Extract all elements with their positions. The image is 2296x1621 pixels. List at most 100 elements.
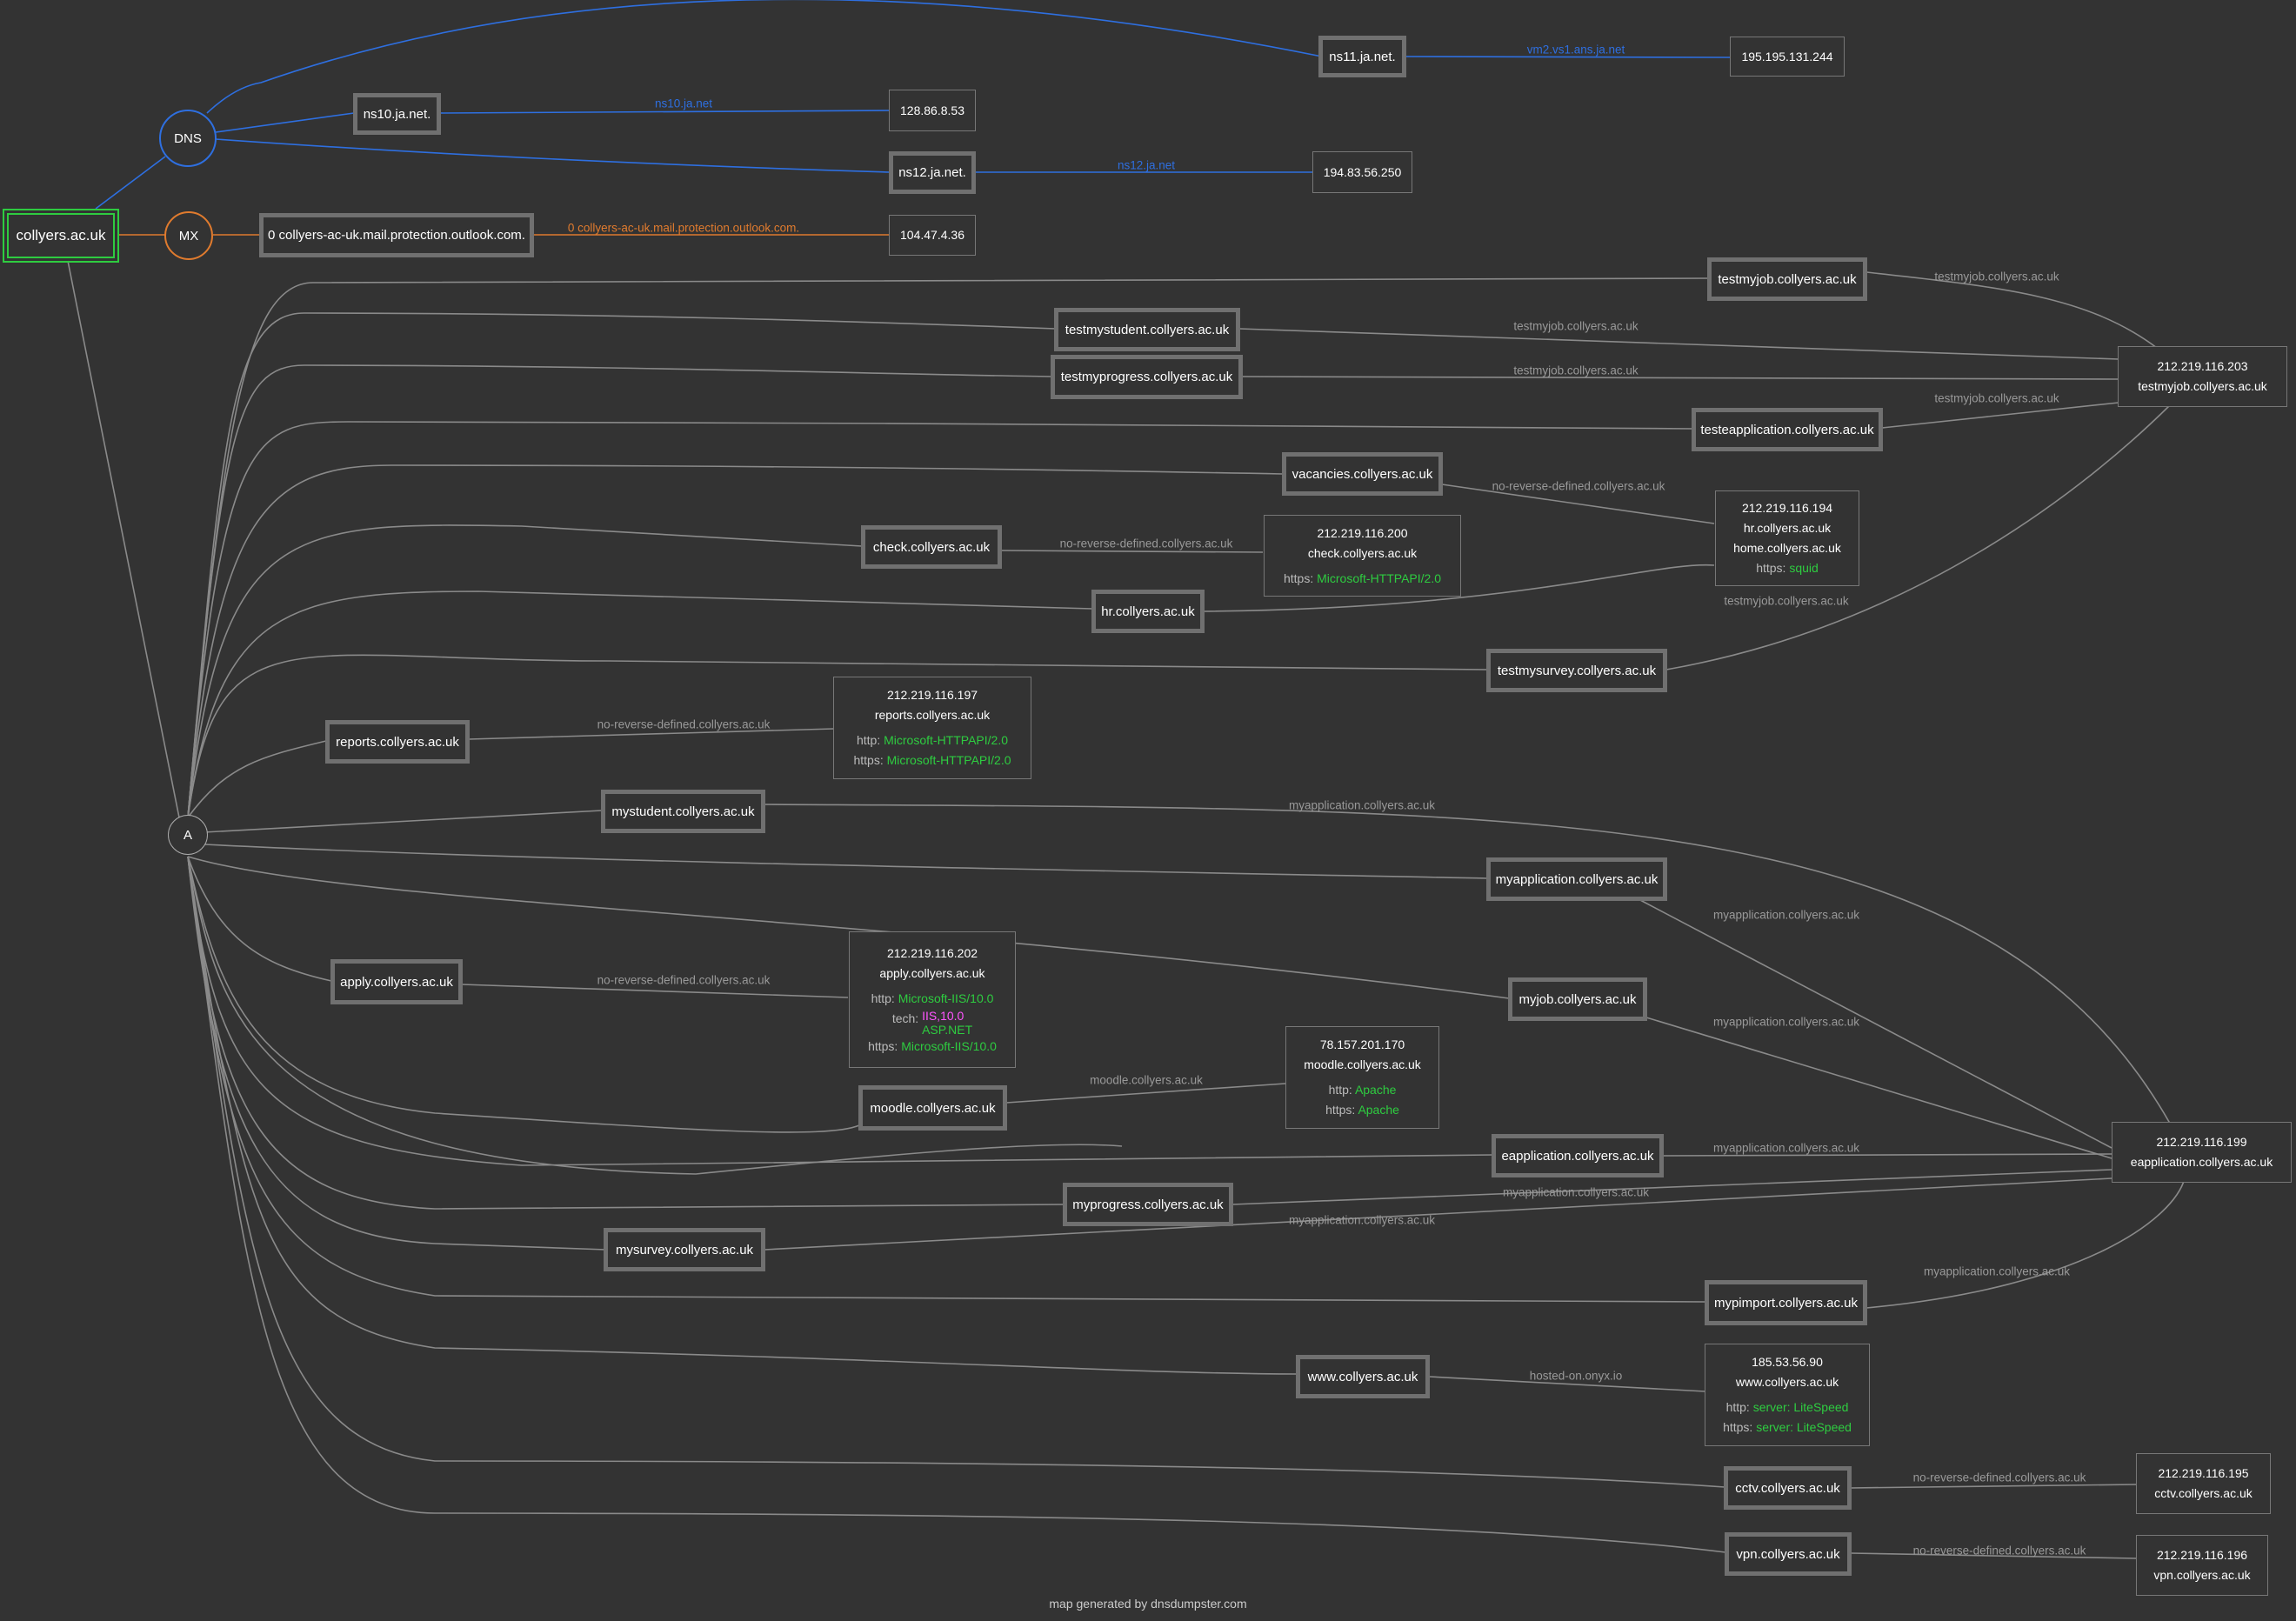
edge-label: myapplication.collyers.ac.uk xyxy=(1712,908,1860,922)
tech-value: ASP.NET xyxy=(922,1022,973,1037)
host-node[interactable]: mysurvey.collyers.ac.uk xyxy=(604,1228,765,1271)
service-key: https: xyxy=(1325,1103,1356,1117)
mx-hub[interactable]: MX xyxy=(164,211,213,260)
ip-address: 128.86.8.53 xyxy=(900,103,964,117)
edge-label: testmyjob.collyers.ac.uk xyxy=(1513,364,1639,377)
mx-ip-box: 104.47.4.36 xyxy=(889,215,976,256)
edge-label: myapplication.collyers.ac.uk xyxy=(1923,1264,2071,1278)
hostname: reports.collyers.ac.uk xyxy=(874,708,991,722)
edge-label: ns12.ja.net xyxy=(1117,158,1176,172)
hostname: moodle.collyers.ac.uk xyxy=(1304,1057,1421,1071)
host-node[interactable]: testmysurvey.collyers.ac.uk xyxy=(1486,649,1667,692)
service-value: Microsoft-HTTPAPI/2.0 xyxy=(884,733,1009,747)
hostname: eapplication.collyers.ac.uk xyxy=(2130,1155,2273,1169)
edge-label: myapplication.collyers.ac.uk xyxy=(1288,1213,1436,1227)
service-value: Apache xyxy=(1358,1103,1399,1117)
ip-info-box: 212.219.116.200 check.collyers.ac.uk htt… xyxy=(1264,515,1461,597)
host-node[interactable]: hr.collyers.ac.uk xyxy=(1091,590,1205,633)
service-value: Microsoft-HTTPAPI/2.0 xyxy=(1317,570,1442,585)
edge-label: no-reverse-defined.collyers.ac.uk xyxy=(1492,479,1665,493)
host-node[interactable]: myprogress.collyers.ac.uk xyxy=(1063,1183,1233,1226)
ip-info-box: 212.219.116.197 reports.collyers.ac.uk h… xyxy=(833,677,1031,779)
host-node[interactable]: eapplication.collyers.ac.uk xyxy=(1492,1134,1664,1177)
host-node[interactable]: vacancies.collyers.ac.uk xyxy=(1282,452,1443,496)
root-domain-node[interactable]: collyers.ac.uk xyxy=(3,209,119,263)
host-node[interactable]: reports.collyers.ac.uk xyxy=(325,720,470,764)
service-value: Microsoft-IIS/10.0 xyxy=(901,1038,997,1053)
ns-ip-box: 194.83.56.250 xyxy=(1312,151,1412,193)
service-key: https: xyxy=(853,753,884,767)
ip-address: 212.219.116.200 xyxy=(1317,525,1408,540)
edge-label: no-reverse-defined.collyers.ac.uk xyxy=(597,717,771,731)
hostname: testmyjob.collyers.ac.uk xyxy=(2138,379,2267,393)
ip-address: 212.219.116.197 xyxy=(886,688,978,702)
hostname: vpn.collyers.ac.uk xyxy=(2153,1568,2251,1582)
ip-address: 212.219.116.203 xyxy=(2157,359,2248,373)
dns-hub[interactable]: DNS xyxy=(159,110,217,167)
nameserver-node[interactable]: ns11.ja.net. xyxy=(1318,36,1406,77)
ip-info-box: 212.219.116.196 vpn.collyers.ac.uk xyxy=(2136,1535,2268,1596)
edge-label: vm2.vs1.ans.ja.net xyxy=(1526,43,1625,57)
edge-label: ns10.ja.net xyxy=(654,97,713,110)
ip-address: 185.53.56.90 xyxy=(1752,1355,1823,1369)
service-value: Microsoft-IIS/10.0 xyxy=(898,991,994,1005)
service-value: server: LiteSpeed xyxy=(1756,1420,1852,1434)
hostname: cctv.collyers.ac.uk xyxy=(2154,1486,2253,1500)
edge-label: no-reverse-defined.collyers.ac.uk xyxy=(1912,1544,2086,1558)
host-node[interactable]: apply.collyers.ac.uk xyxy=(330,959,463,1004)
edge-label: no-reverse-defined.collyers.ac.uk xyxy=(1059,537,1233,550)
service-key: https: xyxy=(1283,570,1314,585)
ip-address: 78.157.201.170 xyxy=(1319,1037,1405,1051)
ip-address: 212.219.116.196 xyxy=(2156,1548,2248,1562)
host-node[interactable]: cctv.collyers.ac.uk xyxy=(1724,1466,1852,1510)
edge-label: myapplication.collyers.ac.uk xyxy=(1502,1185,1650,1199)
ip-address: 212.219.116.202 xyxy=(886,945,978,960)
host-node[interactable]: mypimport.collyers.ac.uk xyxy=(1705,1280,1867,1325)
host-node[interactable]: testmystudent.collyers.ac.uk xyxy=(1054,308,1240,351)
host-node[interactable]: myjob.collyers.ac.uk xyxy=(1508,977,1647,1021)
edge-label: testmyjob.collyers.ac.uk xyxy=(1724,594,1849,608)
ip-address: 212.219.116.195 xyxy=(2158,1466,2249,1480)
host-node[interactable]: testmyprogress.collyers.ac.uk xyxy=(1051,355,1243,399)
ip-info-box: 212.219.116.203 testmyjob.collyers.ac.uk xyxy=(2118,346,2287,407)
ip-address: 195.195.131.244 xyxy=(1741,49,1833,63)
host-node[interactable]: testeapplication.collyers.ac.uk xyxy=(1692,408,1883,451)
ip-info-box: 78.157.201.170 moodle.collyers.ac.uk htt… xyxy=(1285,1026,1439,1129)
hostname: check.collyers.ac.uk xyxy=(1307,545,1418,560)
service-key: https: xyxy=(1756,561,1786,575)
host-node[interactable]: moodle.collyers.ac.uk xyxy=(858,1085,1007,1131)
edge-label: testmyjob.collyers.ac.uk xyxy=(1934,270,2059,284)
edge-label: myapplication.collyers.ac.uk xyxy=(1712,1141,1860,1155)
a-record-hub[interactable]: A xyxy=(168,815,208,855)
host-node[interactable]: testmyjob.collyers.ac.uk xyxy=(1707,257,1867,301)
ip-info-box: 212.219.116.199 eapplication.collyers.ac… xyxy=(2112,1122,2292,1183)
ip-address: 212.219.116.199 xyxy=(2156,1135,2247,1149)
service-key: http: xyxy=(871,991,895,1005)
service-key: http: xyxy=(1725,1400,1750,1414)
service-key: https: xyxy=(1723,1420,1753,1434)
ip-address: 194.83.56.250 xyxy=(1323,164,1402,179)
footer-credit: map generated by dnsdumpster.com xyxy=(1049,1597,1247,1611)
ns-ip-box: 128.86.8.53 xyxy=(889,90,976,131)
tech-value: IIS,10.0 xyxy=(922,1008,964,1023)
nameserver-node[interactable]: ns12.ja.net. xyxy=(889,151,976,194)
host-node[interactable]: check.collyers.ac.uk xyxy=(861,525,1002,569)
host-node[interactable]: mystudent.collyers.ac.uk xyxy=(601,790,765,833)
service-value: Apache xyxy=(1354,1083,1397,1097)
host-node[interactable]: www.collyers.ac.uk xyxy=(1296,1355,1430,1398)
edge-label: myapplication.collyers.ac.uk xyxy=(1712,1015,1860,1029)
mx-record-node[interactable]: 0 collyers-ac-uk.mail.protection.outlook… xyxy=(259,213,534,257)
dns-edges xyxy=(95,0,1731,210)
host-node[interactable]: vpn.collyers.ac.uk xyxy=(1725,1532,1852,1576)
edge-label: myapplication.collyers.ac.uk xyxy=(1288,798,1436,812)
ip-info-box: 212.219.116.195 cctv.collyers.ac.uk xyxy=(2136,1453,2271,1514)
service-value: Microsoft-HTTPAPI/2.0 xyxy=(886,753,1011,767)
nameserver-node[interactable]: ns10.ja.net. xyxy=(353,93,441,135)
host-node[interactable]: myapplication.collyers.ac.uk xyxy=(1486,857,1667,901)
hostname: www.collyers.ac.uk xyxy=(1735,1375,1839,1389)
edge-label: testmyjob.collyers.ac.uk xyxy=(1934,391,2059,405)
ip-info-box: 212.219.116.202 apply.collyers.ac.uk htt… xyxy=(849,931,1016,1068)
service-value: squid xyxy=(1789,561,1819,575)
ns-ip-box: 195.195.131.244 xyxy=(1730,37,1845,77)
